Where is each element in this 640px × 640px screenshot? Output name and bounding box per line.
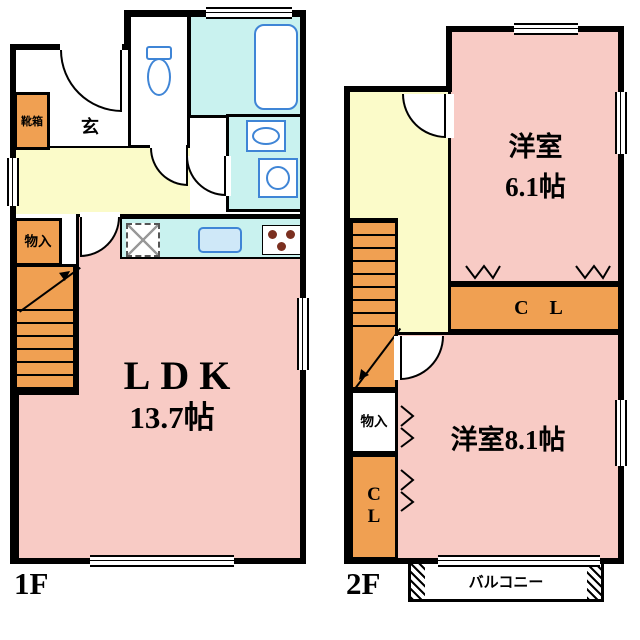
- bifold-door-icon: [575, 264, 611, 280]
- window: [615, 400, 627, 466]
- door-opening: [80, 212, 120, 219]
- stair-treads: [17, 307, 73, 389]
- wall-segment: [10, 44, 16, 564]
- storage-1f: [14, 218, 62, 266]
- ldk-name-label: LDK: [123, 353, 241, 398]
- floor-2-label: 2F: [346, 566, 381, 601]
- balcony-label: バルコニー: [468, 575, 544, 591]
- bifold-door-icon: [400, 469, 415, 512]
- storage-1f-label: 物入: [24, 234, 52, 250]
- door-opening: [60, 44, 122, 51]
- ldk-size-label: 13.7帖: [129, 400, 215, 436]
- closet-main: [448, 284, 621, 332]
- toilet-bowl-icon: [147, 58, 171, 96]
- window: [90, 555, 234, 567]
- wall-segment: [124, 10, 130, 50]
- storage-2f: [350, 390, 398, 454]
- door-opening: [150, 143, 186, 150]
- bifold-door-icon: [400, 405, 415, 448]
- storage-2f-label: 物入: [360, 414, 388, 430]
- washroom-door-arc: [186, 156, 226, 196]
- window: [7, 158, 19, 206]
- door-opening: [446, 94, 454, 138]
- wall-segment: [618, 26, 624, 564]
- room-ldk-extension: [16, 392, 79, 561]
- staircase-1f: [14, 264, 81, 392]
- balcony-hatch: [411, 564, 425, 599]
- door-opening: [224, 156, 231, 196]
- room-ldk: [76, 214, 303, 561]
- balcony: バルコニー: [408, 561, 604, 602]
- window: [438, 555, 600, 567]
- bedroom-8-1-label: 洋室8.1帖: [450, 425, 566, 456]
- kitchen-sink-icon: [198, 227, 242, 253]
- wall-segment: [344, 86, 350, 564]
- window: [297, 298, 309, 370]
- closet-side: [350, 454, 398, 560]
- bedroom-6-1-name-label: 洋室: [508, 132, 563, 163]
- closet-side-label: C L: [367, 484, 381, 527]
- washing-machine-icon: [258, 158, 298, 198]
- kitchen-counter: [120, 217, 303, 259]
- room-bedroom-6-1: [448, 26, 621, 284]
- stair-treads: [353, 221, 395, 329]
- staircase-2f: [350, 218, 402, 390]
- floor-1-label: 1F: [14, 566, 49, 601]
- refrigerator-icon: [126, 223, 160, 257]
- bathtub-icon: [254, 24, 298, 110]
- washbasin-icon: [246, 120, 286, 152]
- wall-segment: [300, 10, 306, 564]
- shoe-cabinet: [14, 92, 50, 150]
- genkan-label: 玄: [81, 116, 99, 137]
- door-opening: [394, 336, 402, 380]
- window: [615, 92, 627, 154]
- window: [514, 23, 578, 35]
- closet-main-label: C L: [514, 296, 571, 319]
- stove-icon: [262, 225, 302, 255]
- wall-segment: [446, 26, 452, 92]
- bedroom-6-1-size-label: 6.1帖: [505, 172, 566, 203]
- room-bedroom-8-1: [395, 332, 621, 561]
- window: [206, 7, 292, 19]
- bifold-door-icon: [465, 264, 501, 280]
- shoebox-label: 靴箱: [21, 115, 43, 128]
- hallway-corridor-2f: [398, 218, 451, 335]
- balcony-hatch: [587, 564, 601, 599]
- wall-segment: [344, 86, 452, 92]
